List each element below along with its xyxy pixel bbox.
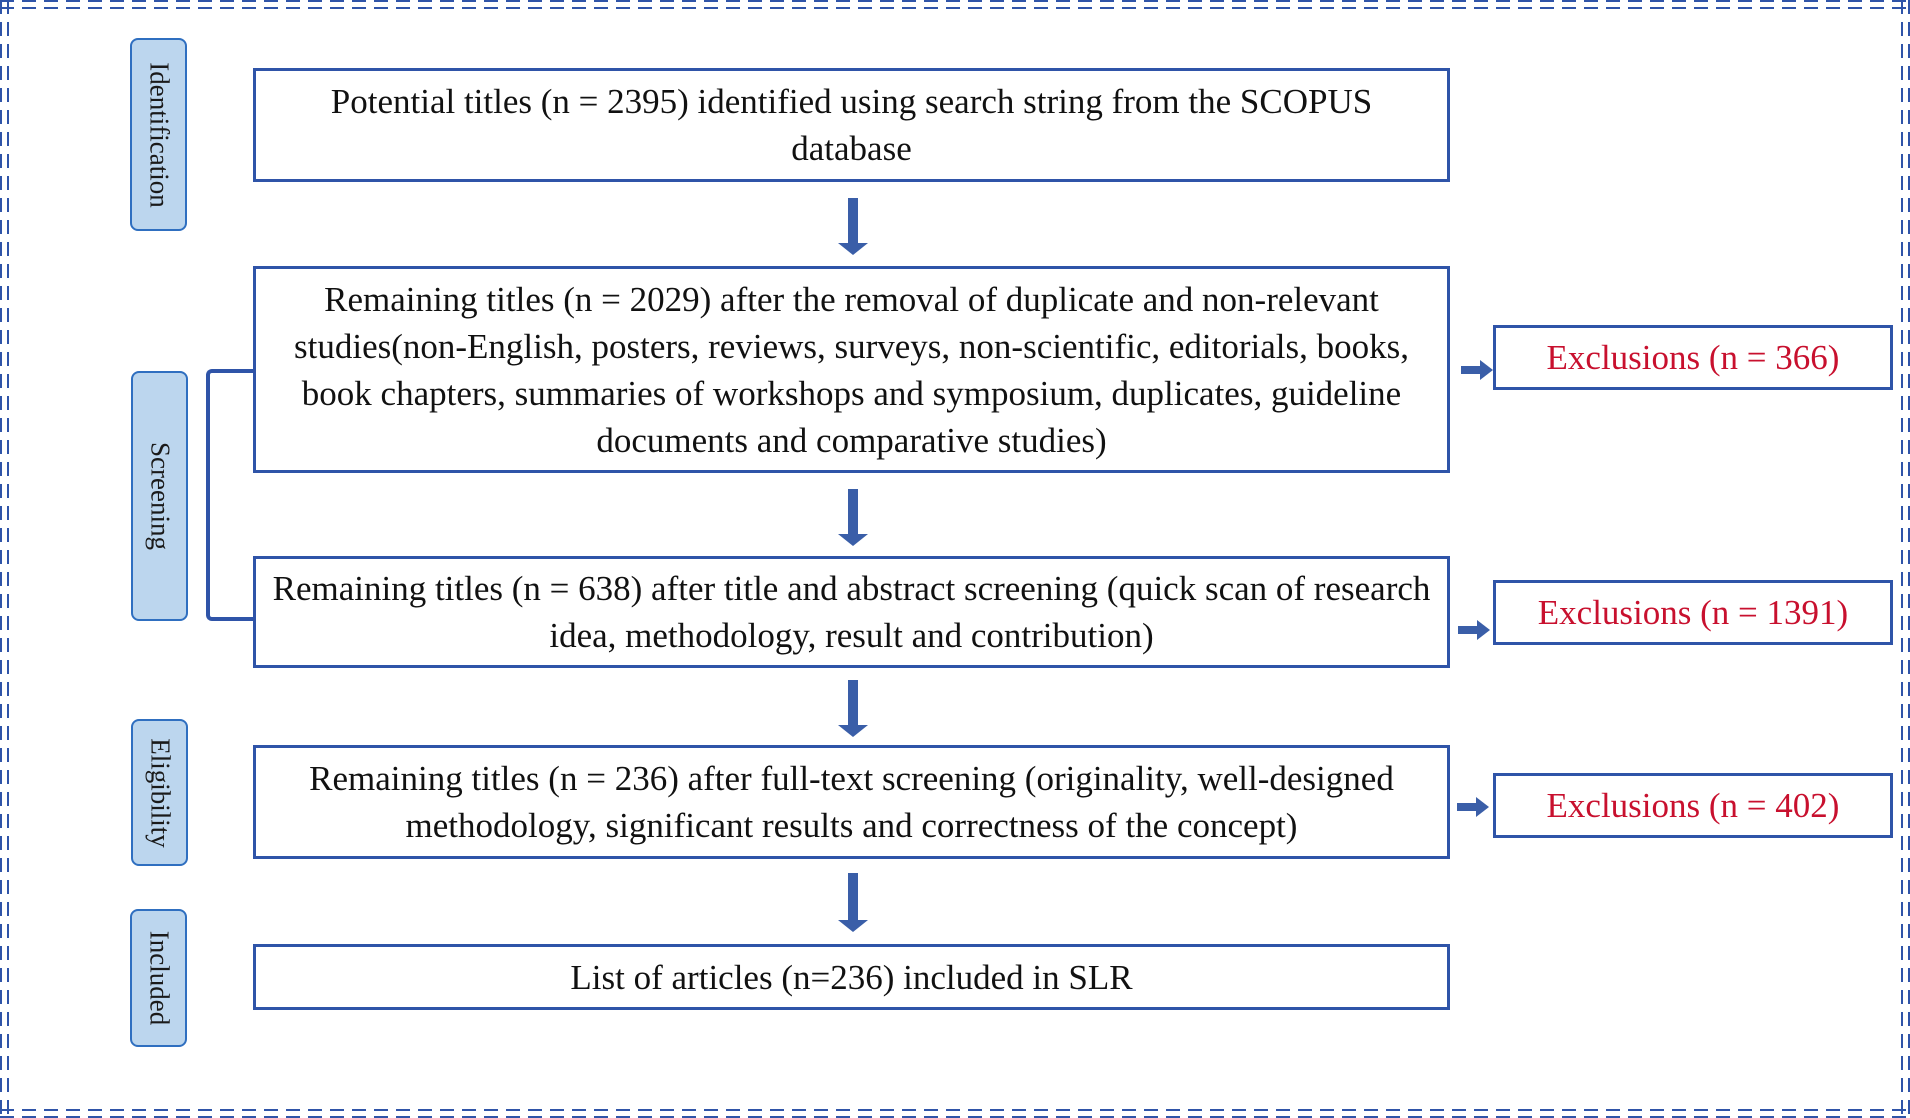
duplicates-removed-box: Remaining titles (n = 2029) after the re…	[253, 266, 1450, 473]
fulltext-screening-box: Remaining titles (n = 236) after full-te…	[253, 745, 1450, 859]
exclusion-box-1: Exclusions (n = 366)	[1493, 325, 1893, 390]
arrow-right-3	[1457, 797, 1489, 817]
identification-box-text: Potential titles (n = 2395) identified u…	[330, 82, 1373, 168]
exclusion-box-3-text: Exclusions (n = 402)	[1546, 785, 1840, 825]
screening-bracket	[206, 369, 256, 621]
included-box: List of articles (n=236) included in SLR	[253, 944, 1450, 1010]
stage-included-label: Included	[144, 930, 174, 1026]
identification-box: Potential titles (n = 2395) identified u…	[253, 68, 1450, 182]
arrow-down-2	[838, 489, 868, 547]
frame-top-border	[0, 0, 1910, 9]
arrow-right-2	[1458, 620, 1490, 640]
stage-eligibility: Eligibility	[131, 719, 188, 866]
stage-screening-label: Screening	[145, 442, 175, 550]
exclusion-box-3: Exclusions (n = 402)	[1493, 773, 1893, 838]
stage-included: Included	[130, 909, 187, 1047]
arrow-right-1	[1461, 360, 1493, 380]
stage-screening: Screening	[131, 371, 188, 621]
abstract-screening-box-text: Remaining titles (n = 638) after title a…	[272, 569, 1431, 655]
arrow-down-1	[838, 198, 868, 256]
stage-identification: Identification	[130, 38, 187, 231]
arrow-down-4	[838, 873, 868, 933]
abstract-screening-box: Remaining titles (n = 638) after title a…	[253, 556, 1450, 668]
arrow-down-3	[838, 680, 868, 738]
frame-left-border	[0, 0, 9, 1118]
exclusion-box-1-text: Exclusions (n = 366)	[1546, 337, 1840, 377]
stage-eligibility-label: Eligibility	[145, 737, 175, 848]
duplicates-removed-box-text: Remaining titles (n = 2029) after the re…	[294, 279, 1409, 460]
stage-identification-label: Identification	[144, 61, 174, 208]
frame-bottom-border	[0, 1109, 1910, 1118]
exclusion-box-2-text: Exclusions (n = 1391)	[1537, 592, 1849, 632]
frame-right-border	[1901, 0, 1910, 1118]
exclusion-box-2: Exclusions (n = 1391)	[1493, 580, 1893, 645]
fulltext-screening-box-text: Remaining titles (n = 236) after full-te…	[309, 759, 1394, 845]
included-box-text: List of articles (n=236) included in SLR	[570, 957, 1133, 997]
